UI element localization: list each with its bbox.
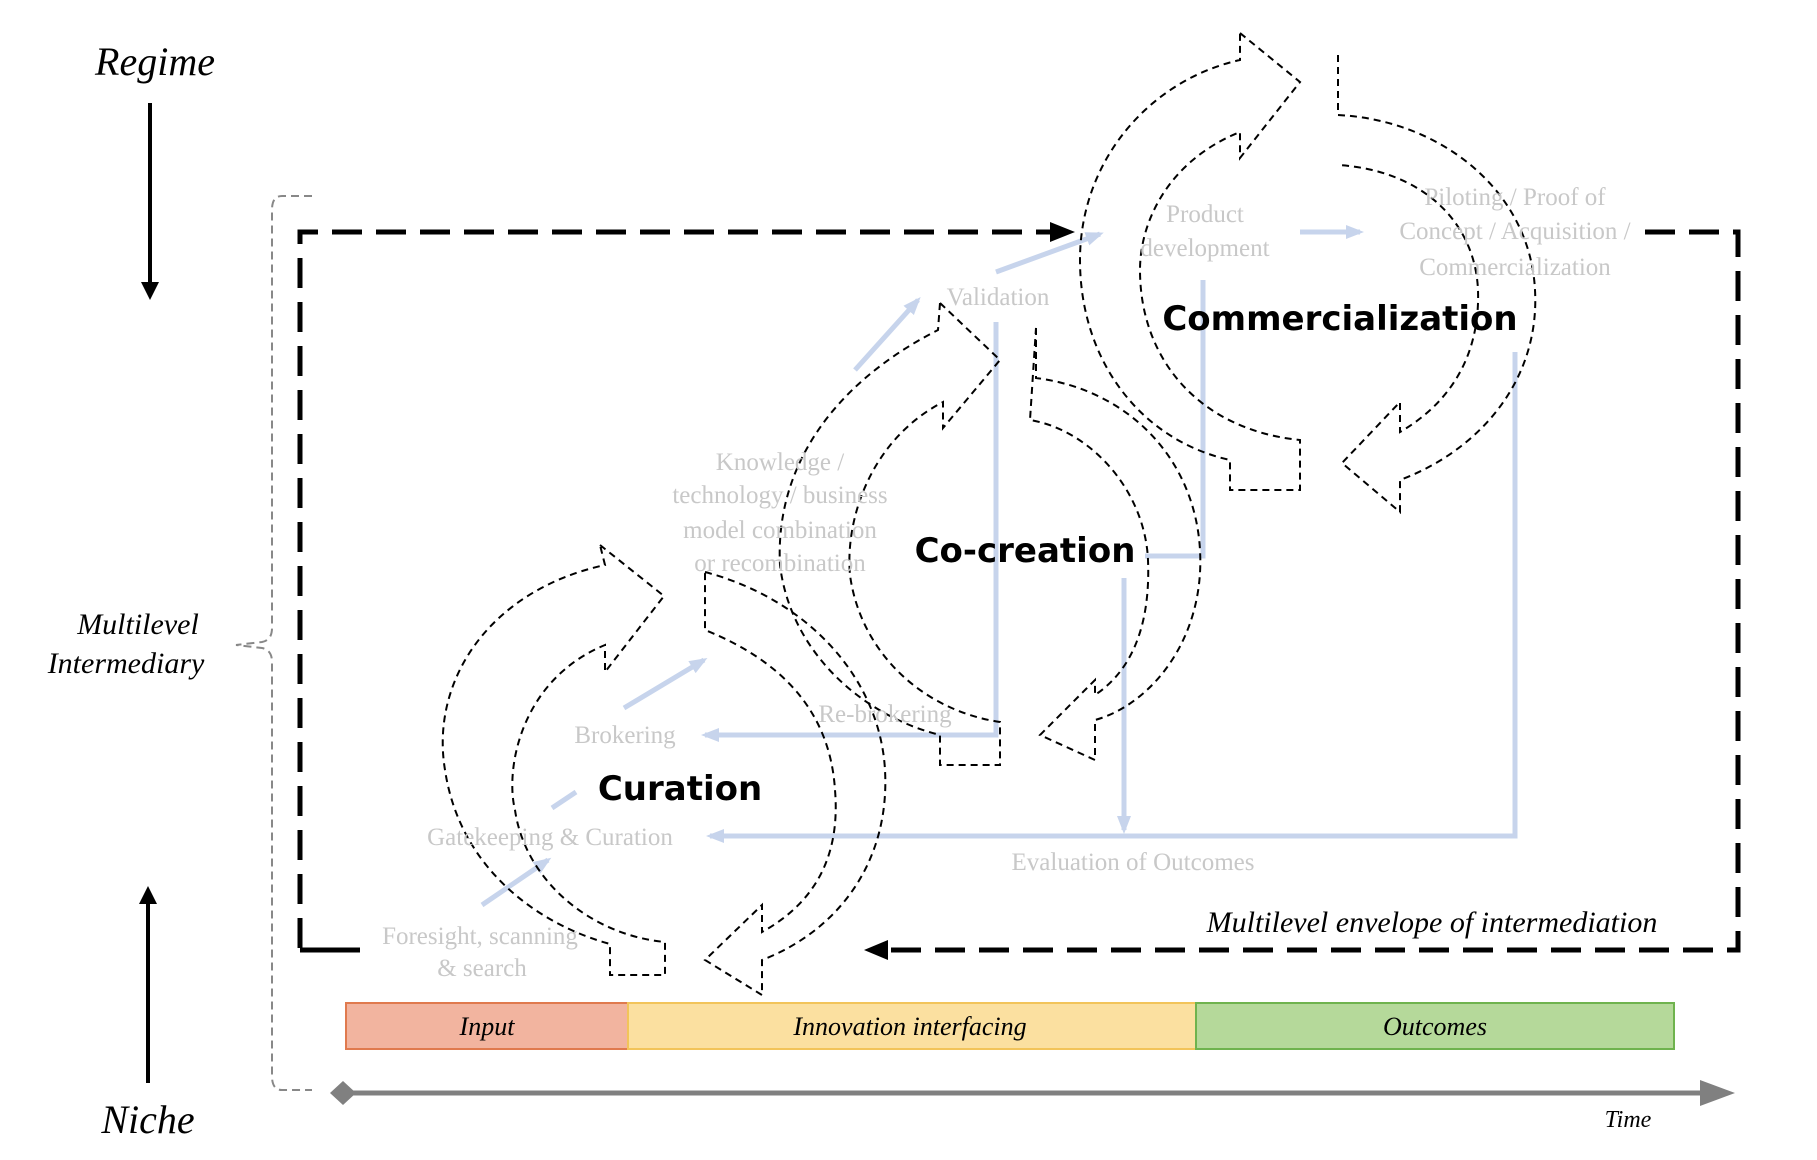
intermediary-label-line2: Intermediary xyxy=(47,647,205,680)
phase-input-label: Input xyxy=(459,1012,516,1041)
regime-label: Regime xyxy=(94,39,215,84)
cocreation-cycle xyxy=(778,300,1202,766)
intermediary-brace xyxy=(235,195,312,1091)
activity-validation: Validation xyxy=(947,284,1050,311)
phase-bar xyxy=(345,1002,1675,1050)
stage-commercialization: Commercialization xyxy=(1162,299,1517,339)
regime-arrow xyxy=(141,103,159,300)
flow-lines xyxy=(480,225,1518,908)
activity-product-development-line1: Product xyxy=(1166,201,1244,228)
phase-outcomes xyxy=(1195,1002,1675,1050)
activity-piloting-line3: Commercialization xyxy=(1419,254,1611,281)
activity-evaluation: Evaluation of Outcomes xyxy=(1012,849,1255,876)
stage-curation: Curation xyxy=(598,769,762,809)
niche-label: Niche xyxy=(100,1097,194,1142)
phase-innovation-interfacing-label: Innovation interfacing xyxy=(792,1012,1026,1041)
activity-brokering: Brokering xyxy=(574,722,676,749)
niche-arrow xyxy=(139,886,157,1083)
activity-product-development-line2: development xyxy=(1140,235,1269,262)
time-label: Time xyxy=(1605,1107,1652,1133)
envelope-label: Multilevel envelope of intermediation xyxy=(1206,906,1658,939)
time-axis xyxy=(330,1080,1735,1106)
activity-foresight-line1: Foresight, scanning xyxy=(382,923,578,950)
phase-outcomes-label: Outcomes xyxy=(1383,1012,1487,1041)
activity-knowledge-line1: Knowledge / xyxy=(716,449,844,476)
curation-cycle xyxy=(441,542,887,997)
activity-rebrokering: Re-brokering xyxy=(818,701,952,728)
activity-foresight-line2: & search xyxy=(437,955,527,982)
activity-piloting-line1: Piloting / Proof of xyxy=(1424,184,1606,211)
activity-piloting-line2: Concept / Acquisition / xyxy=(1399,218,1630,245)
intermediary-label-line1: Multilevel xyxy=(76,608,199,641)
activity-knowledge-line3: model combination xyxy=(683,517,877,544)
envelope-rectangle xyxy=(297,222,1741,960)
activity-knowledge-line2: technology / business xyxy=(672,482,887,509)
activity-gatekeeping: Gatekeeping & Curation xyxy=(427,824,673,851)
stage-cocreation: Co-creation xyxy=(915,531,1136,571)
activity-knowledge-line4: or recombination xyxy=(694,550,866,577)
